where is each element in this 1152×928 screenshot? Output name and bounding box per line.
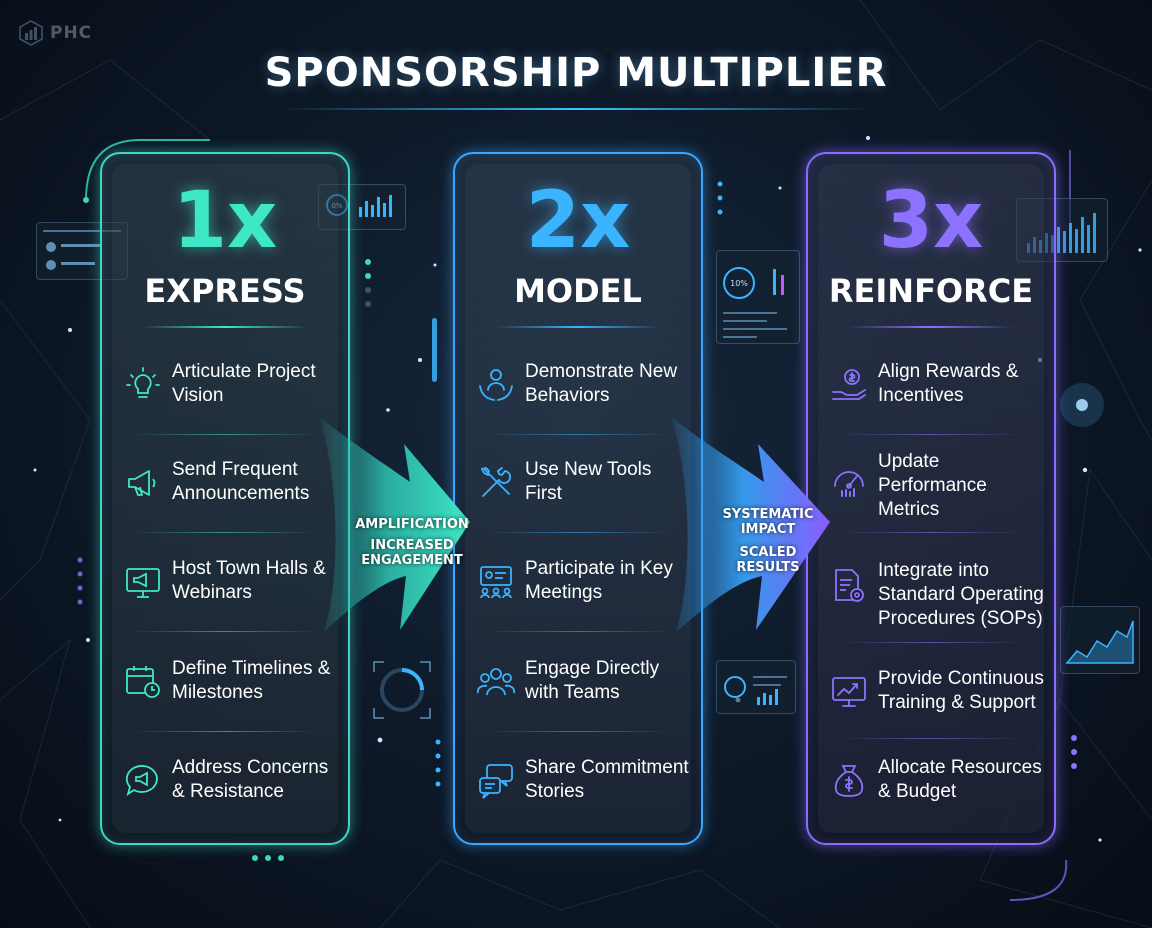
arrow-2-label-bottom: SCALED RESULTS <box>736 545 800 575</box>
chat-bubbles-icon <box>479 764 513 799</box>
list-item: Share Commitment Stories <box>477 756 693 836</box>
column-express: 1x EXPRESS Articulate Project Vision Sen… <box>100 152 350 845</box>
item-label: Allocate Resources & Budget <box>878 757 1042 802</box>
list-item: Engage Directly with Teams <box>477 657 693 737</box>
list-item: Participate in Key Meetings <box>477 557 693 637</box>
item-label: Participate in Key Meetings <box>525 558 673 603</box>
column-reinforce: 3x REINFORCE Align Rewards & Incentives … <box>806 152 1056 845</box>
multiplier-2x: 2x <box>525 176 631 266</box>
list-item: Use New Tools First <box>477 458 693 538</box>
title-underline <box>280 108 872 110</box>
column-express-panel <box>112 164 338 833</box>
area-chart-widget <box>1060 606 1140 674</box>
list-item: Define Timelines & Milestones <box>124 657 340 737</box>
monitor-megaphone-icon <box>126 568 160 598</box>
divider <box>485 731 671 732</box>
list-item: Integrate into Standard Operating Proced… <box>830 559 1046 639</box>
divider <box>838 642 1024 643</box>
heading-underline <box>848 326 1014 328</box>
item-label: Demonstrate New Behaviors <box>525 361 678 406</box>
divider <box>132 532 318 533</box>
divider <box>485 631 671 632</box>
item-label: Address Concerns & Resistance <box>172 757 329 802</box>
list-item: Provide Continuous Training & Support <box>830 667 1046 747</box>
list-item: Allocate Resources & Budget <box>830 756 1046 836</box>
item-label: Define Timelines & Milestones <box>172 658 331 703</box>
dashboard-widget <box>716 660 796 714</box>
divider <box>485 434 671 435</box>
divider <box>485 532 671 533</box>
item-label: Send Frequent Announcements <box>172 459 310 504</box>
list-item: Update Performance Metrics <box>830 450 1046 530</box>
multiplier-3x: 3x <box>878 176 984 266</box>
divider <box>838 532 1024 533</box>
gauge-icon <box>834 471 864 497</box>
flow-arrow-1 <box>320 418 470 632</box>
divider <box>132 434 318 435</box>
item-label: Integrate into Standard Operating Proced… <box>878 560 1044 629</box>
divider <box>838 434 1024 435</box>
arrow-1-label-top: AMPLIFICATION <box>355 517 469 532</box>
item-label: Share Commitment Stories <box>525 757 689 802</box>
money-bag-icon <box>834 765 864 797</box>
team-icon <box>477 668 515 696</box>
column-heading-express: EXPRESS <box>144 272 306 310</box>
arrow-2-label-top: SYSTEMATIC IMPACT <box>722 507 814 537</box>
meeting-icon <box>480 566 512 599</box>
list-item: Send Frequent Announcements <box>124 458 340 538</box>
gauge-widget-percent: 10% <box>730 279 748 288</box>
monitor-chart-icon <box>832 677 866 707</box>
item-label: Provide Continuous Training & Support <box>878 668 1044 713</box>
megaphone-icon <box>128 470 156 496</box>
divider <box>132 731 318 732</box>
item-label: Use New Tools First <box>525 459 652 504</box>
bar-chart-logo-icon <box>19 20 43 46</box>
column-model: 2x MODEL Demonstrate New Behaviors Use N… <box>453 152 703 845</box>
list-item: Host Town Halls & Webinars <box>124 557 340 637</box>
list-item: Demonstrate New Behaviors <box>477 360 693 440</box>
divider <box>132 631 318 632</box>
item-label: Articulate Project Vision <box>172 361 316 406</box>
gauge-widget: 10% <box>716 250 800 344</box>
page-title: SPONSORSHIP MULTIPLIER <box>264 50 888 96</box>
item-label: Engage Directly with Teams <box>525 658 660 703</box>
list-item: Articulate Project Vision <box>124 360 340 440</box>
lightbulb-icon <box>126 367 160 398</box>
calendar-clock-icon <box>126 666 160 698</box>
ring-widget <box>372 660 432 720</box>
list-item: Align Rewards & Incentives <box>830 360 1046 440</box>
column-heading-reinforce: REINFORCE <box>828 272 1034 310</box>
brand-logo: PHC <box>18 20 92 46</box>
column-reinforce-panel <box>818 164 1044 833</box>
item-label: Update Performance Metrics <box>878 451 987 520</box>
hand-coin-icon <box>832 369 866 400</box>
arrow-1-label-bottom: INCREASED ENGAGEMENT <box>361 538 463 568</box>
heading-underline <box>495 326 661 328</box>
list-item: Address Concerns & Resistance <box>124 756 340 836</box>
item-label: Host Town Halls & Webinars <box>172 558 326 603</box>
logo-text: PHC <box>50 23 93 43</box>
divider <box>838 738 1024 739</box>
chat-megaphone-icon <box>125 765 158 797</box>
flow-arrow-2 <box>672 418 830 632</box>
tools-icon <box>480 467 512 497</box>
column-model-panel <box>465 164 691 833</box>
heading-underline <box>142 326 308 328</box>
item-label: Align Rewards & Incentives <box>878 361 1019 406</box>
document-gear-icon <box>835 569 864 602</box>
column-heading-model: MODEL <box>514 272 642 310</box>
person-hands-icon <box>479 369 513 401</box>
multiplier-1x: 1x <box>172 176 278 266</box>
